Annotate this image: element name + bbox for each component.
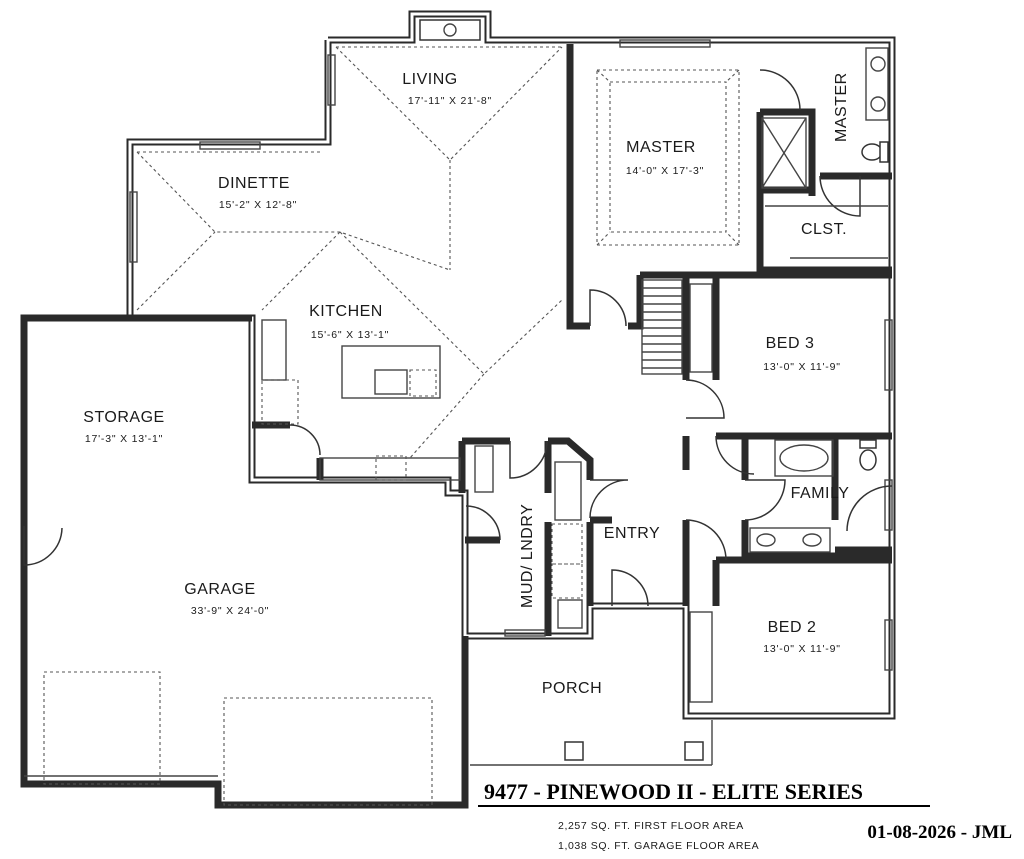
room-family-name: FAMILY [791,485,850,502]
room-porch-name: PORCH [542,680,602,697]
room-kitchen-dim: 15'-6" X 13'-1" [311,329,389,341]
room-labels: LIVING 17'-11" X 21'-8" DINETTE 15'-2" X… [83,71,850,697]
fixtures [24,19,889,806]
exterior-walls [20,10,896,809]
room-dinette-dim: 15'-2" X 12'-8" [219,199,297,211]
room-master-bedroom-name: MASTER [626,139,696,156]
plan-title: 9477 - PINEWOOD II - ELITE SERIES [484,779,863,804]
room-closet-name: CLST. [801,221,847,238]
room-bed3-name: BED 3 [766,335,815,352]
room-bed2-name: BED 2 [768,619,817,636]
room-bed2-dim: 13'-0" X 11'-9" [763,643,841,655]
room-storage-name: STORAGE [83,409,164,426]
title-block: 9477 - PINEWOOD II - ELITE SERIES 2,257 … [478,779,1012,852]
garage-floor-area: 1,038 SQ. FT. GARAGE FLOOR AREA [558,840,759,852]
ceiling-lines [136,46,740,459]
windows [129,39,893,671]
room-mud-laundry-name: MUD/ LNDRY [519,504,536,608]
stairs [641,279,683,375]
room-storage-dim: 17'-3" X 13'-1" [85,433,163,445]
room-master-bath-name: MASTER [833,72,850,142]
room-dinette-name: DINETTE [218,175,290,192]
room-garage-dim: 33'-9" X 24'-0" [191,605,269,617]
room-garage-name: GARAGE [184,581,255,598]
date-initials: 01-08-2026 - JML [867,822,1012,843]
room-master-bedroom-dim: 14'-0" X 17'-3" [626,165,704,177]
room-bed3-dim: 13'-0" X 11'-9" [763,361,841,373]
interior-walls [252,44,892,636]
room-kitchen-name: KITCHEN [309,303,383,320]
room-living-dim: 17'-11" X 21'-8" [408,95,492,107]
room-entry-name: ENTRY [604,525,660,542]
room-living-name: LIVING [402,71,457,88]
first-floor-area: 2,257 SQ. FT. FIRST FLOOR AREA [558,820,744,832]
